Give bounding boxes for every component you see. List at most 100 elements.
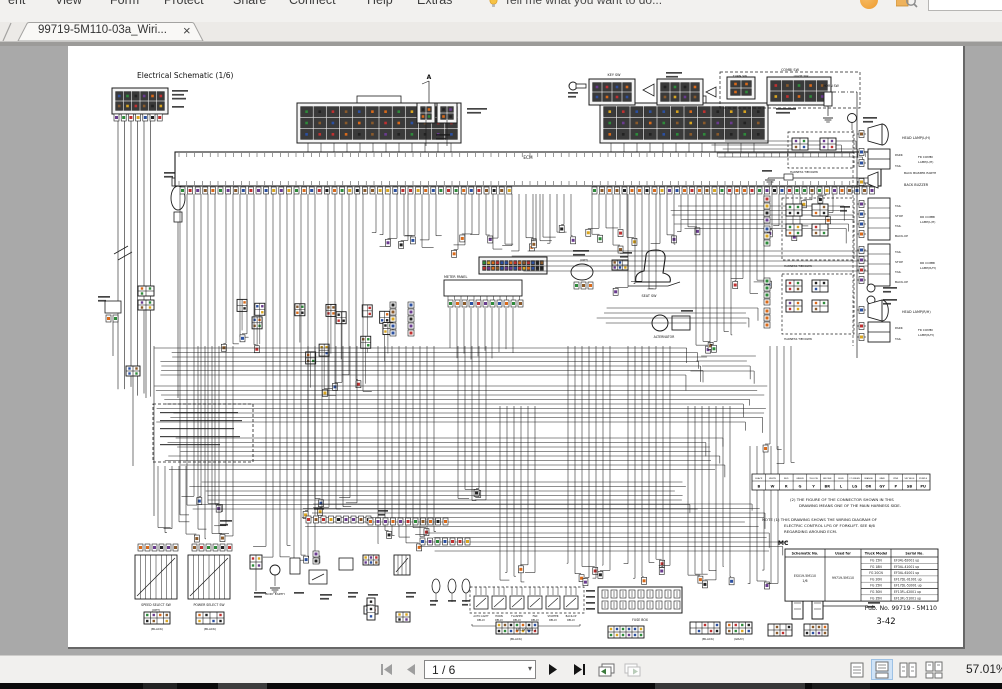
- svg-text:RELAY BOX 1: RELAY BOX 1: [516, 628, 537, 632]
- svg-text:BODY EARTH: BODY EARTH: [265, 592, 284, 596]
- svg-text:A: A: [427, 74, 432, 81]
- svg-text:BACK-UP: BACK-UP: [895, 280, 908, 284]
- last-page-button[interactable]: [569, 660, 587, 679]
- svg-text:TAIL: TAIL: [894, 270, 902, 274]
- svg-text:EF13FL-42001 up: EF13FL-42001 up: [894, 590, 921, 594]
- svg-text:HORN SW: HORN SW: [823, 84, 840, 88]
- single-page-view-button[interactable]: [846, 659, 868, 680]
- svg-text:HARNESS TIEDOWN: HARNESS TIEDOWN: [790, 170, 818, 174]
- svg-text:Schematic No.: Schematic No.: [792, 552, 819, 556]
- svg-text:FUSE BOX: FUSE BOX: [632, 618, 649, 622]
- svg-text:GRAY: GRAY: [879, 477, 885, 480]
- menu-view[interactable]: View: [55, 0, 82, 7]
- svg-text:(BLACK): (BLACK): [702, 637, 714, 641]
- svg-text:HEAD LAMP(L/H): HEAD LAMP(L/H): [902, 136, 931, 140]
- svg-text:R: R: [785, 485, 788, 489]
- first-page-button[interactable]: [378, 660, 396, 679]
- svg-text:LAMP(R/H): LAMP(R/H): [918, 333, 934, 337]
- account-avatar[interactable]: [860, 0, 878, 9]
- svg-text:SPEED SELECT SW: SPEED SELECT SW: [141, 603, 171, 607]
- menu-connect[interactable]: Connect: [289, 0, 336, 7]
- ribbon-search-input[interactable]: [928, 0, 1002, 11]
- status-toolbar: 1 / 6 ▾ 57.01%: [0, 655, 1002, 683]
- svg-text:Used for: Used for: [835, 552, 851, 556]
- svg-text:(BLACK): (BLACK): [204, 627, 216, 631]
- svg-text:HORN: HORN: [495, 614, 503, 618]
- previous-page-button[interactable]: [404, 660, 418, 679]
- svg-text:Pub. No. 99719 - 5M110: Pub. No. 99719 - 5M110: [865, 605, 938, 612]
- svg-text:SKY BLUE: SKY BLUE: [905, 478, 916, 480]
- facing-view-button[interactable]: [897, 659, 919, 680]
- svg-text:HEAD LAMP(R/H): HEAD LAMP(R/H): [902, 310, 931, 314]
- menu-help[interactable]: Help: [367, 0, 393, 7]
- next-page-button[interactable]: [546, 660, 560, 679]
- continuous-view-button[interactable]: [871, 659, 893, 680]
- menu-ent[interactable]: ent: [8, 0, 26, 7]
- svg-text:STARTER: STARTER: [547, 614, 558, 618]
- svg-text:LIGHT SW: LIGHT SW: [794, 74, 809, 78]
- svg-text:ES019-5M110: ES019-5M110: [794, 574, 816, 578]
- ribbon-separator: [0, 41, 1002, 46]
- svg-text:AUTO LIGHT: AUTO LIGHT: [473, 614, 489, 618]
- svg-text:POWER SELECT SW: POWER SELECT SW: [193, 603, 225, 607]
- menu-share[interactable]: Share: [233, 0, 267, 7]
- document-tab-shape: [2, 22, 204, 41]
- tab-close-icon[interactable]: ×: [183, 23, 191, 38]
- svg-text:DRAWING MEANS ONE OF THE MAIN: DRAWING MEANS ONE OF THE MAIN HARNESS SI…: [799, 503, 901, 508]
- svg-text:BLUE: BLUE: [838, 478, 844, 480]
- svg-text:BROWN: BROWN: [823, 478, 832, 480]
- svg-text:ALTERNATOR: ALTERNATOR: [654, 335, 675, 339]
- svg-text:PINK: PINK: [893, 478, 898, 480]
- svg-text:LAMP(R/H): LAMP(R/H): [920, 266, 936, 270]
- svg-text:KEY SW: KEY SW: [607, 73, 621, 77]
- svg-text:FG 25N: FG 25N: [870, 584, 882, 588]
- svg-text:RELAY: RELAY: [549, 618, 557, 622]
- zoom-level[interactable]: 57.01%: [966, 662, 1002, 676]
- svg-text:RELAY: RELAY: [495, 618, 503, 622]
- svg-text:L: L: [840, 485, 843, 489]
- find-icon[interactable]: [896, 0, 918, 8]
- menu-extras[interactable]: Extras: [417, 0, 453, 7]
- menu-form[interactable]: Form: [110, 0, 140, 7]
- svg-text:(GRAY): (GRAY): [734, 637, 744, 641]
- svg-text:RR COMBI: RR COMBI: [920, 261, 935, 265]
- svg-text:YELLOW: YELLOW: [809, 478, 818, 480]
- svg-text:RELAY: RELAY: [567, 618, 575, 622]
- svg-text:FG 30N: FG 30N: [870, 590, 882, 594]
- svg-text:TURN SW: TURN SW: [732, 74, 747, 78]
- page-dropdown-caret[interactable]: ▾: [527, 664, 532, 673]
- svg-text:LAMP(L/H): LAMP(L/H): [920, 220, 935, 224]
- continuous-facing-view-button[interactable]: [923, 659, 945, 680]
- document-tab[interactable]: 99719-5M110-03a_Wiri...: [38, 24, 167, 36]
- previous-view-button[interactable]: [596, 660, 616, 679]
- svg-text:Serial No.: Serial No.: [905, 552, 923, 556]
- tell-me-search[interactable]: Tell me what you want to do...: [504, 0, 663, 7]
- document-tab-bar: 99719-5M110-03a_Wiri... ×: [0, 22, 1002, 41]
- svg-text:EF34L-41001 up: EF34L-41001 up: [894, 565, 919, 569]
- svg-text:RED: RED: [784, 478, 789, 480]
- svg-text:STOP: STOP: [895, 260, 903, 264]
- svg-text:ELECTRIC CONTROL LPG OF FORKLI: ELECTRIC CONTROL LPG OF FORKLIFT. SEE 6/…: [784, 523, 875, 528]
- svg-text:LAMP(L/H): LAMP(L/H): [918, 160, 933, 164]
- svg-text:EF13FL-51001 up: EF13FL-51001 up: [894, 596, 921, 600]
- svg-text:FG 15N: FG 15N: [870, 559, 882, 563]
- ribbon-bar: ent View Form Protect Share Connect Help Extras…: [0, 0, 1002, 22]
- svg-text:RELAY: RELAY: [513, 618, 521, 622]
- svg-text:ORANGE: ORANGE: [864, 477, 874, 480]
- svg-text:Electrical Schematic (1/6): Electrical Schematic (1/6): [137, 71, 234, 80]
- next-view-button[interactable]: [622, 660, 642, 679]
- svg-text:SB: SB: [907, 485, 913, 489]
- svg-text:RR COMBI: RR COMBI: [920, 215, 935, 219]
- svg-text:(BLACK): (BLACK): [151, 627, 163, 631]
- svg-text:EF17DL-53001 up: EF17DL-53001 up: [894, 584, 922, 588]
- page-number-input[interactable]: 1 / 6 ▾: [424, 660, 536, 679]
- taskbar-edge: [0, 683, 1002, 689]
- svg-text:(2) THE FIGURE OF THE CONNECTO: (2) THE FIGURE OF THE CONNECTOR SHOWN IN…: [790, 497, 894, 502]
- svg-text:B: B: [757, 485, 760, 489]
- menu-protect[interactable]: Protect: [164, 0, 204, 7]
- svg-text:LG: LG: [852, 485, 857, 489]
- svg-text:FR COMBI: FR COMBI: [918, 155, 933, 159]
- svg-text:Y: Y: [811, 485, 815, 489]
